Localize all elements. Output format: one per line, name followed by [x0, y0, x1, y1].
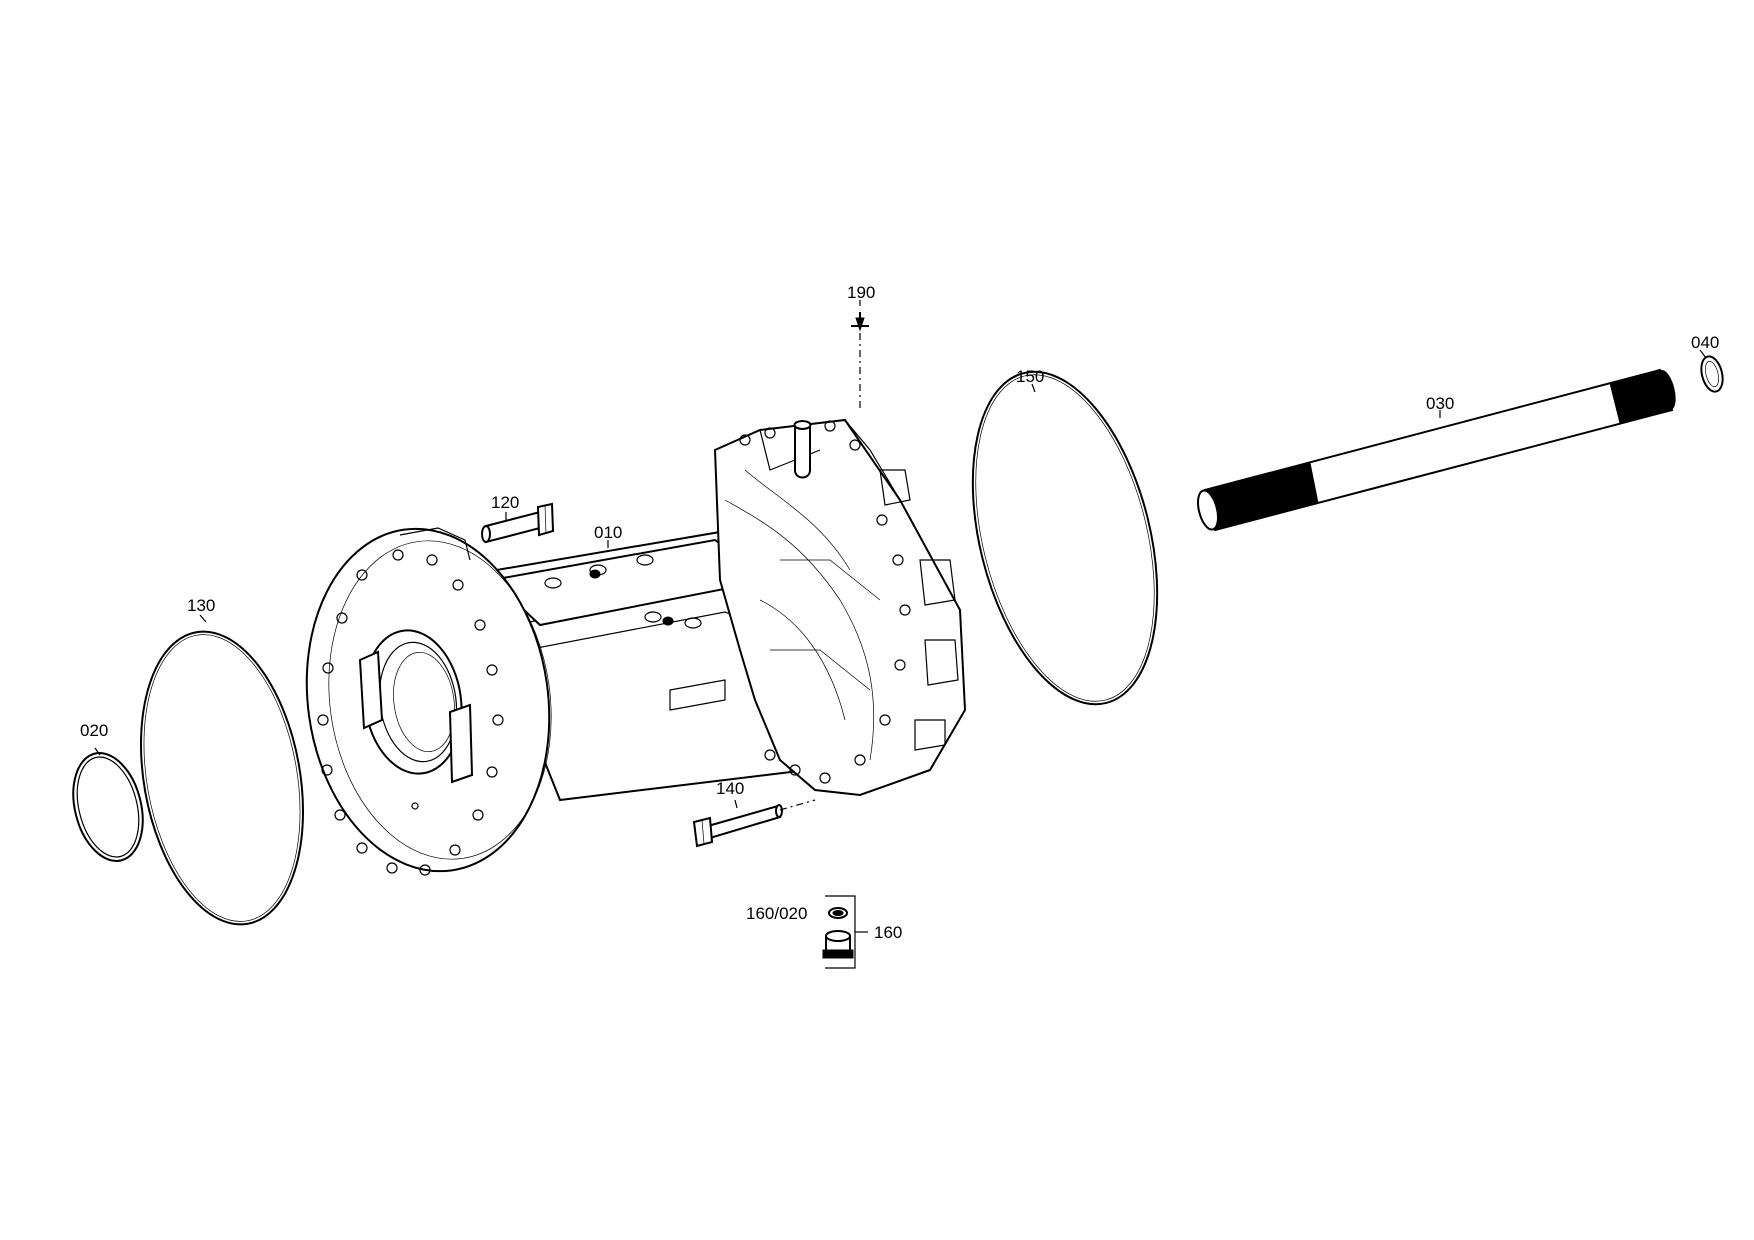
callout-010: 010: [594, 523, 622, 542]
callout-120: 120: [491, 493, 519, 512]
callout-160: 160: [874, 923, 902, 942]
callout-190: 190: [847, 283, 875, 302]
part-030-axle-shaft[interactable]: [1194, 368, 1678, 532]
callout-130: 130: [187, 596, 215, 615]
part-120-bolt[interactable]: [481, 502, 555, 544]
part-040-snap-ring[interactable]: [1698, 354, 1726, 394]
part-010-axle-housing[interactable]: [285, 418, 967, 887]
leader-lines: [94, 300, 1707, 809]
part-190-breather[interactable]: [851, 312, 869, 332]
callout-040: 040: [1691, 333, 1719, 352]
callout-160-020: 160/020: [746, 904, 807, 923]
part-020-small-o-ring[interactable]: [63, 746, 154, 869]
callout-020: 020: [80, 721, 108, 740]
callout-140: 140: [716, 779, 744, 798]
callout-030: 030: [1426, 394, 1454, 413]
part-160-plug-set[interactable]: [822, 895, 868, 969]
part-130-large-o-ring[interactable]: [119, 619, 324, 938]
part-140-bolt[interactable]: [692, 799, 816, 848]
callout-150: 150: [1016, 367, 1044, 386]
part-150-large-o-ring[interactable]: [941, 352, 1188, 723]
